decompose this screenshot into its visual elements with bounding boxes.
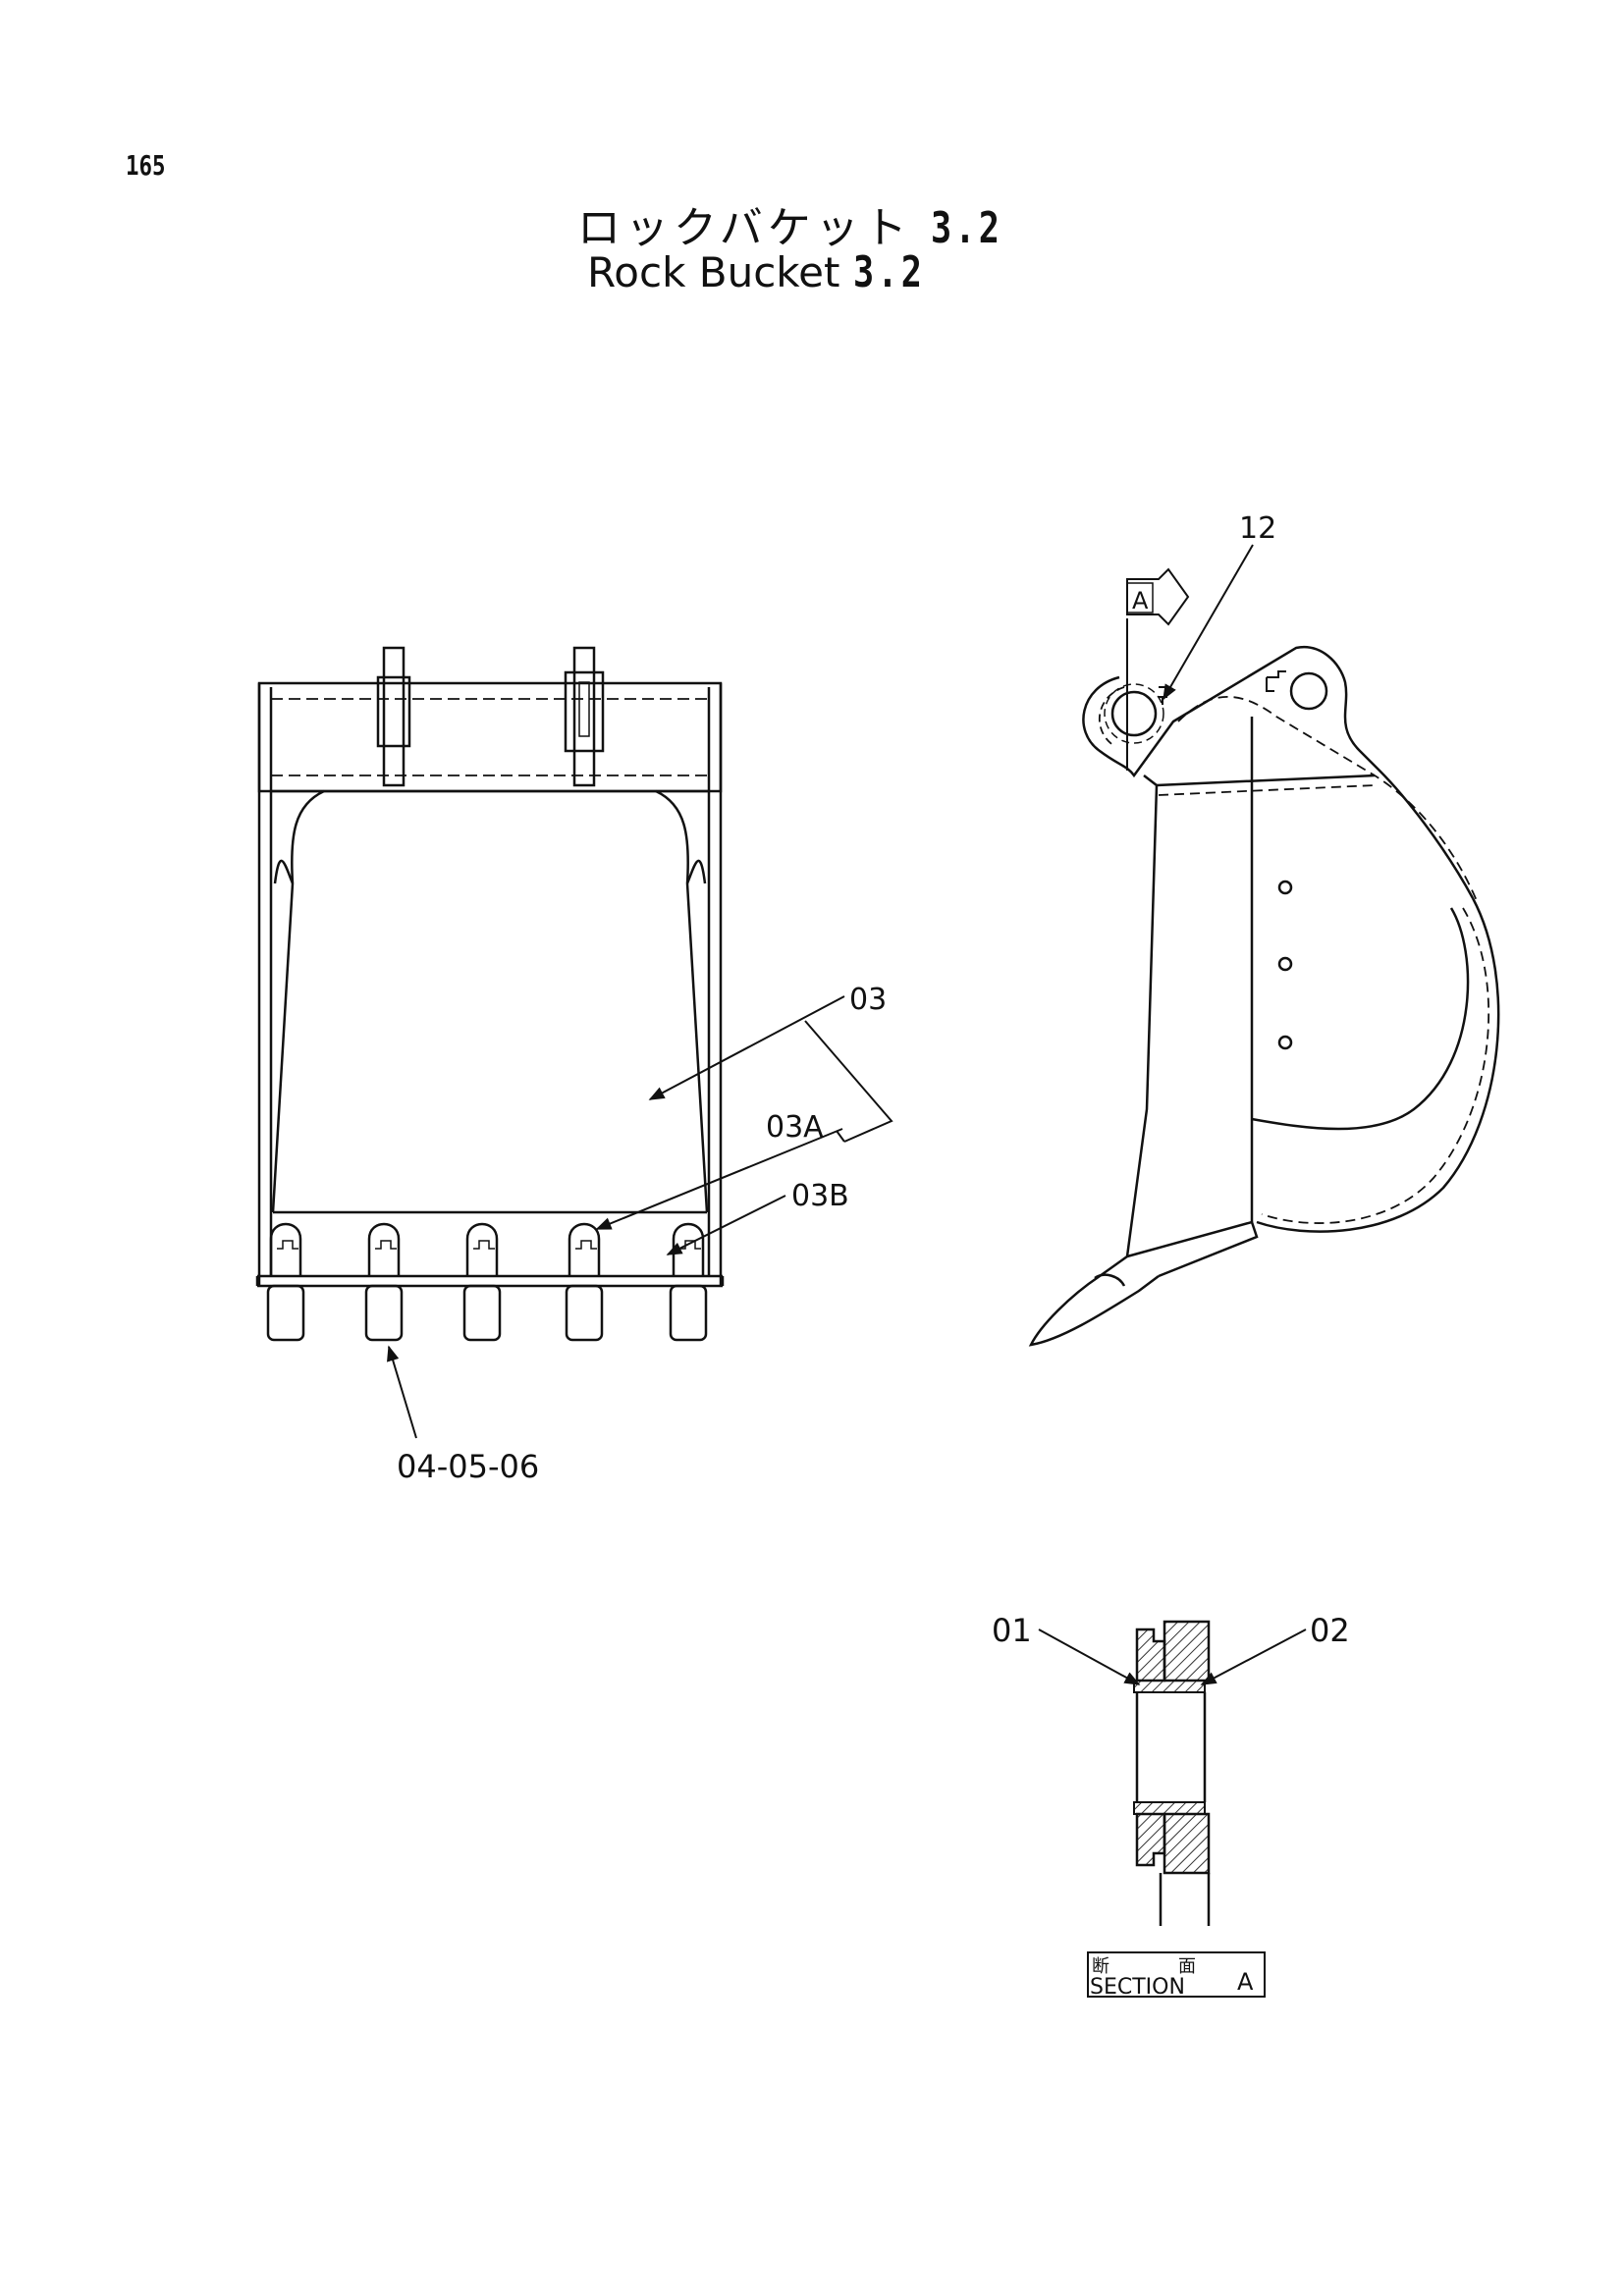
title-japanese-text: ロックバケット (577, 203, 912, 253)
section-lower-boss-right (1163, 1812, 1211, 1875)
section-lower-bushing (1133, 1801, 1206, 1815)
title-japanese: ロックバケット 3.2 (577, 192, 1020, 255)
leader-03-bracket (804, 1020, 893, 1143)
callout-03a: 03A (766, 1110, 824, 1145)
side-back-plate (1125, 774, 1159, 1257)
section-lower-boss-left (1135, 1812, 1166, 1867)
view-marker-letter: A (1132, 587, 1149, 614)
section-upper-boss-right (1163, 1620, 1211, 1682)
section-label-jp-right: 面 (1178, 1956, 1196, 1977)
side-top-plate (1082, 645, 1475, 899)
leader-03b (666, 1195, 786, 1255)
bucket-front-view (255, 646, 725, 1342)
section-label-jp-left: 断 (1092, 1956, 1109, 1977)
callout-02: 02 (1310, 1612, 1350, 1649)
tooth-3 (462, 1222, 502, 1342)
front-view-leaders (387, 995, 893, 1439)
section-label-letter: A (1237, 1968, 1254, 1996)
callout-04-05-06: 04-05-06 (397, 1448, 539, 1485)
section-upper-bushing (1133, 1680, 1206, 1693)
page-number: 165 (126, 149, 166, 182)
tooth-5 (669, 1222, 708, 1342)
leader-12 (1163, 544, 1254, 701)
side-pin-boss-right (1289, 671, 1328, 711)
tooth-2 (364, 1222, 404, 1342)
callout-12: 12 (1239, 511, 1276, 546)
leader-02 (1200, 1629, 1307, 1685)
bucket-teeth (266, 1222, 708, 1342)
side-view-annotations (1126, 544, 1254, 771)
side-bolt-hole-2 (1277, 956, 1293, 972)
section-upper-boss-left (1135, 1628, 1166, 1682)
side-bolt-hole-1 (1277, 880, 1293, 895)
callout-03b: 03B (791, 1179, 849, 1213)
section-label-en: SECTION (1090, 1975, 1185, 2000)
front-right-bracket (572, 646, 596, 787)
side-pin-boss-left (1110, 690, 1158, 737)
section-label-box: 断 面 SECTION A (1087, 1951, 1266, 2000)
side-bolt-hole-3 (1277, 1035, 1293, 1050)
section-a-leaders (1038, 1629, 1307, 1685)
tooth-4 (565, 1222, 604, 1342)
leader-04-05-06 (387, 1345, 417, 1439)
leader-03a (595, 1128, 843, 1230)
title-english-capacity: 3.2 (852, 247, 925, 297)
view-marker-arrow (1126, 567, 1190, 626)
side-shell-outer (1256, 897, 1500, 1233)
front-left-bracket (382, 646, 406, 787)
leader-01 (1038, 1629, 1141, 1685)
side-shell-inner (1251, 907, 1470, 1131)
side-lip (1126, 1220, 1259, 1278)
side-tooth (1028, 1255, 1160, 1347)
tooth-1 (266, 1222, 305, 1342)
leader-03 (648, 995, 845, 1100)
bucket-side-view (1028, 645, 1500, 1347)
section-a-view (1133, 1620, 1211, 1926)
callout-03: 03 (849, 983, 887, 1017)
title-english-text: Rock Bucket (587, 248, 840, 296)
title-english: Rock Bucket 3.2 (587, 247, 943, 297)
callout-01: 01 (992, 1612, 1032, 1649)
title-japanese-capacity: 3.2 (930, 203, 1002, 253)
